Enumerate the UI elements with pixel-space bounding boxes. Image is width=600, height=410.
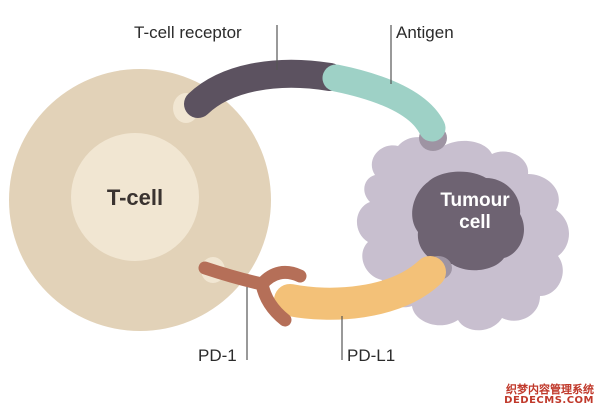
antigen-label: Antigen: [396, 23, 454, 42]
t-cell-receptor-label: T-cell receptor: [134, 23, 242, 42]
t-cell-nucleus: [71, 133, 199, 261]
watermark: 织梦内容管理系统 DEDECMS.COM: [504, 384, 594, 406]
watermark-line1: 织梦内容管理系统: [506, 382, 594, 396]
t-cell-name: T-cell: [106, 185, 164, 210]
tumour-cell-name: Tumour cell: [420, 190, 530, 234]
t-cell-receptor-shape: [184, 59, 344, 118]
tumour-cell-nucleus: [412, 171, 525, 271]
pd-l1-shape: [274, 256, 446, 320]
tumour-cell-name-line1: Tumour: [440, 190, 510, 211]
pd-l1-label: PD-L1: [347, 346, 396, 365]
pd-1-label: PD-1: [198, 346, 237, 365]
watermark-line2: DEDECMS.COM: [504, 394, 594, 406]
antigen-shape: [322, 64, 446, 142]
pd-1-shape: [198, 261, 307, 327]
tumour-cell-name-line2: cell: [459, 211, 491, 233]
